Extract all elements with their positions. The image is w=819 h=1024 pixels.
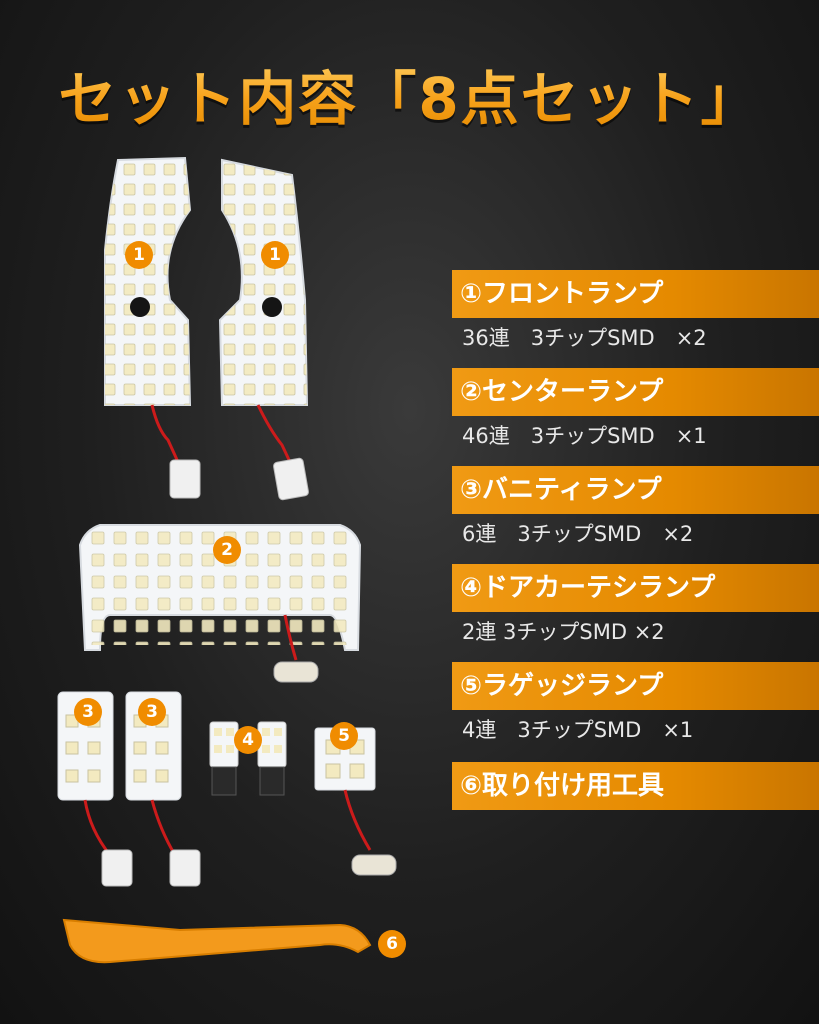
spec-heading: ②センターランプ — [452, 368, 819, 416]
badge-courtesy: 4 — [234, 726, 262, 754]
title-shadow: セット内容「8点セット」 — [0, 55, 819, 139]
badge-center: 2 — [213, 536, 241, 564]
badge-vanity-left: 3 — [74, 698, 102, 726]
spec-detail: 36連 3チップSMD ×2 — [462, 326, 707, 350]
spec-courtesy-lamp: ④ドアカーテシランプ 2連 3チップSMD ×2 — [452, 564, 819, 652]
spec-front-lamp: ①フロントランプ 36連 3チップSMD ×2 — [452, 270, 819, 358]
badge-front-right: 1 — [261, 241, 289, 269]
removal-tool — [62, 918, 372, 964]
badge-luggage: 5 — [330, 722, 358, 750]
spec-detail: 4連 3チップSMD ×1 — [462, 718, 694, 742]
luggage-lamp — [314, 727, 397, 876]
spec-luggage-lamp: ⑤ラゲッジランプ 4連 3チップSMD ×1 — [452, 662, 819, 750]
spec-center-lamp: ②センターランプ 46連 3チップSMD ×1 — [452, 368, 819, 456]
vanity-lamp-right — [125, 691, 201, 887]
spec-vanity-lamp: ③バニティランプ 6連 3チップSMD ×2 — [452, 466, 819, 554]
badge-vanity-right: 3 — [138, 698, 166, 726]
spec-detail: 6連 3チップSMD ×2 — [462, 522, 694, 546]
spec-detail: 2連 3チップSMD ×2 — [462, 620, 665, 644]
page-title: セット内容「8点セット」 — [0, 52, 819, 136]
spec-detail: 46連 3チップSMD ×1 — [462, 424, 707, 448]
spec-heading: ③バニティランプ — [452, 466, 819, 514]
badge-tool: 6 — [378, 930, 406, 958]
front-lamp-left — [104, 156, 201, 499]
spec-heading: ⑤ラゲッジランプ — [452, 662, 819, 710]
spec-heading: ①フロントランプ — [452, 270, 819, 318]
badge-front-left: 1 — [125, 241, 153, 269]
courtesy-lamps — [209, 721, 287, 796]
front-lamp-right — [218, 158, 309, 501]
spec-tool: ⑥取り付け用工具 — [452, 762, 819, 810]
spec-heading: ④ドアカーテシランプ — [452, 564, 819, 612]
center-lamp — [78, 524, 362, 683]
spec-heading: ⑥取り付け用工具 — [452, 762, 819, 810]
